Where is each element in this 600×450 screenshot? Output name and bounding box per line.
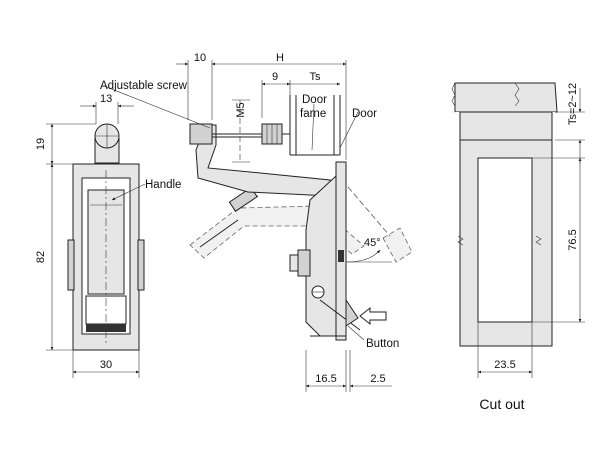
dim-10: 10 <box>194 52 206 64</box>
dim-16-5: 16.5 <box>315 373 336 385</box>
label-door-frame-line2: farne <box>300 108 326 120</box>
dim-M5: M5 <box>235 102 247 117</box>
dim-body-height: 82 <box>35 251 47 263</box>
label-angle: 45° <box>364 237 381 249</box>
door-frame-drawing <box>289 95 341 156</box>
handle-lever-drawing <box>189 100 331 197</box>
dim-Ts: Ts <box>310 71 322 83</box>
cutout-view: Ts=2~12 76.5 23.5 Cut out <box>451 82 585 412</box>
dim-ts-range: Ts=2~12 <box>567 83 579 125</box>
dim-2-5: 2.5 <box>370 373 385 385</box>
panel-section-drawing <box>451 82 558 347</box>
label-button: Button <box>366 338 399 350</box>
lock-body-drawing <box>289 161 361 341</box>
dim-H: H <box>276 52 284 64</box>
side-view: 10 H 9 Ts M5 Adjustable screw Door farne… <box>100 52 413 392</box>
label-door-frame-line1: Door <box>302 94 327 106</box>
housing-drawing <box>67 163 145 351</box>
dim-cutout-height: 76.5 <box>567 229 579 250</box>
label-handle: Handle <box>145 179 181 191</box>
caption-cut-out: Cut out <box>479 396 524 412</box>
button-arrow <box>359 306 387 326</box>
dim-bottom-width: 30 <box>100 359 112 371</box>
front-view: 13 19 82 30 Handle <box>35 93 181 378</box>
knob-drawing <box>94 123 120 164</box>
dim-cutout-width: 23.5 <box>494 359 515 371</box>
label-adjustable-screw: Adjustable screw <box>100 80 188 92</box>
dim-top-width: 13 <box>100 93 112 105</box>
dim-9: 9 <box>272 71 278 83</box>
label-door: Door <box>352 108 377 120</box>
front-dims <box>46 102 146 378</box>
cutout-dims <box>477 88 585 378</box>
dim-knob-height: 19 <box>35 138 47 150</box>
side-dims <box>103 60 392 392</box>
